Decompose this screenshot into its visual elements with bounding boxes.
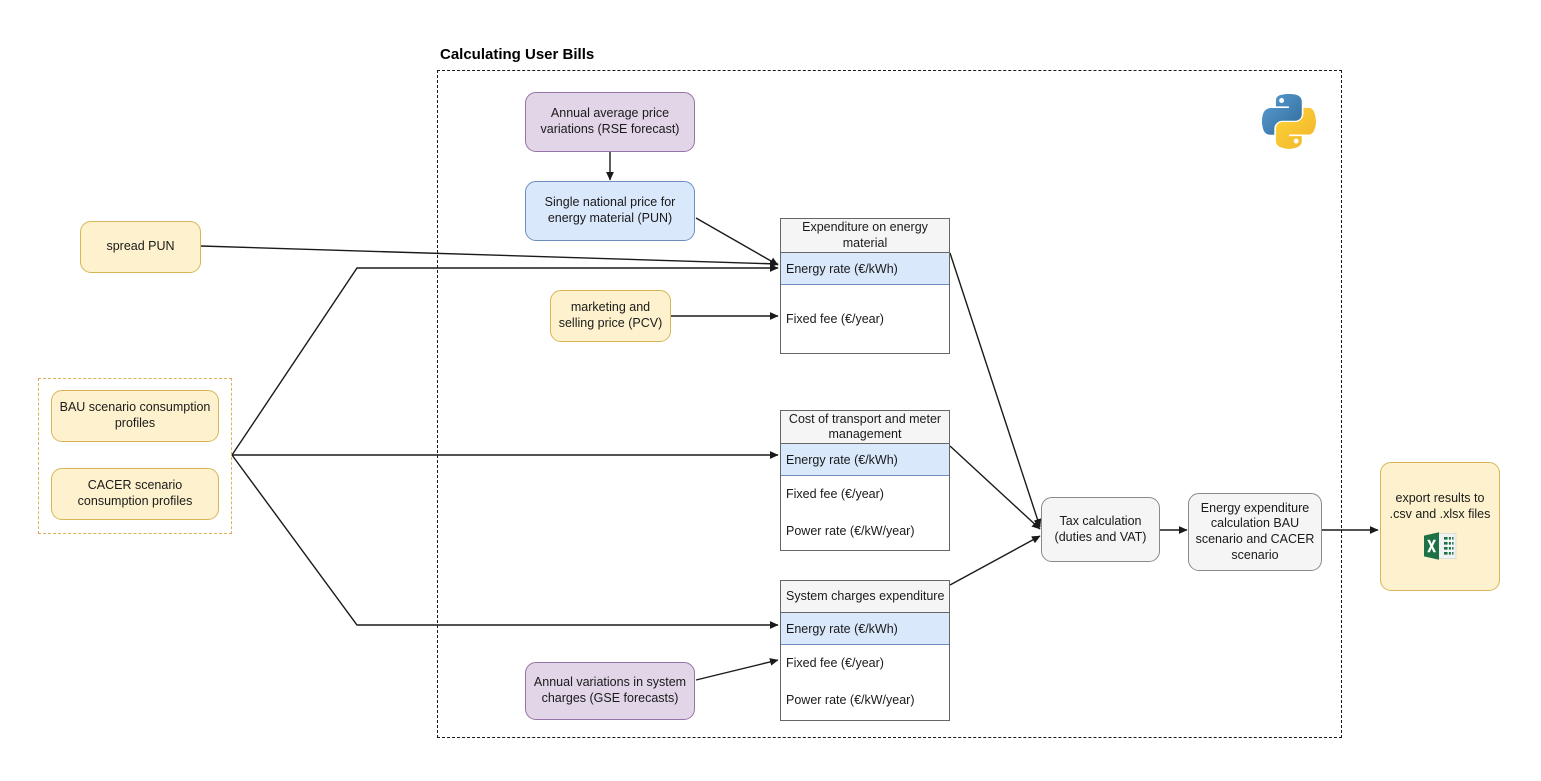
table-row[interactable]: Energy rate (€/kWh) bbox=[781, 613, 949, 645]
forecast-rse-price-variations[interactable]: Annual average price variations (RSE for… bbox=[525, 92, 695, 152]
table-row[interactable]: Energy rate (€/kWh) bbox=[781, 444, 949, 476]
price-pcv[interactable]: marketing and selling price (PCV) bbox=[550, 290, 671, 342]
input-cacer-scenario-profiles-label: CACER scenario consumption profiles bbox=[77, 478, 193, 508]
table-header: Cost of transport and meter management bbox=[781, 411, 949, 444]
price-pun-label: Single national price for energy materia… bbox=[544, 195, 676, 225]
page-title: Calculating User Bills bbox=[440, 46, 595, 63]
table-cost-of-transport-and-meter-management: Cost of transport and meter management E… bbox=[780, 410, 950, 551]
price-pcv-label: marketing and selling price (PCV) bbox=[558, 300, 663, 330]
input-bau-scenario-profiles[interactable]: BAU scenario consumption profiles bbox=[51, 390, 219, 442]
input-spread-pun-label: spread PUN bbox=[106, 239, 175, 254]
calculating-user-bills-container bbox=[437, 70, 1342, 738]
excel-icon bbox=[1422, 530, 1458, 562]
table-row[interactable]: Fixed fee (€/year) bbox=[781, 645, 949, 681]
process-export-results-label: export results to .csv and .xlsx files bbox=[1389, 490, 1491, 521]
forecast-gse-system-charges-label: Annual variations in system charges (GSE… bbox=[533, 675, 687, 705]
process-energy-expenditure-calculation[interactable]: Energy expenditure calculation BAU scena… bbox=[1188, 493, 1322, 571]
process-energy-expenditure-calculation-label: Energy expenditure calculation BAU scena… bbox=[1195, 500, 1315, 562]
input-bau-scenario-profiles-label: BAU scenario consumption profiles bbox=[59, 400, 211, 430]
table-header: System charges expenditure bbox=[781, 581, 949, 613]
table-row[interactable]: Fixed fee (€/year) bbox=[781, 285, 949, 353]
consumption-profiles-container bbox=[38, 378, 232, 534]
input-cacer-scenario-profiles[interactable]: CACER scenario consumption profiles bbox=[51, 468, 219, 520]
process-export-results[interactable]: export results to .csv and .xlsx files bbox=[1380, 462, 1500, 591]
table-expenditure-on-energy-material: Expenditure on energy material Energy ra… bbox=[780, 218, 950, 354]
process-tax-calculation[interactable]: Tax calculation (duties and VAT) bbox=[1041, 497, 1160, 562]
python-logo-icon bbox=[1258, 89, 1320, 151]
price-pun[interactable]: Single national price for energy materia… bbox=[525, 181, 695, 241]
table-row[interactable]: Power rate (€/kW/year) bbox=[781, 512, 949, 549]
table-row[interactable]: Fixed fee (€/year) bbox=[781, 476, 949, 512]
table-header: Expenditure on energy material bbox=[781, 219, 949, 253]
table-system-charges-expenditure: System charges expenditure Energy rate (… bbox=[780, 580, 950, 721]
forecast-rse-price-variations-label: Annual average price variations (RSE for… bbox=[540, 106, 680, 136]
table-row[interactable]: Energy rate (€/kWh) bbox=[781, 253, 949, 285]
forecast-gse-system-charges[interactable]: Annual variations in system charges (GSE… bbox=[525, 662, 695, 720]
input-spread-pun[interactable]: spread PUN bbox=[80, 221, 201, 273]
table-row[interactable]: Power rate (€/kW/year) bbox=[781, 681, 949, 719]
process-tax-calculation-label: Tax calculation (duties and VAT) bbox=[1054, 513, 1147, 544]
